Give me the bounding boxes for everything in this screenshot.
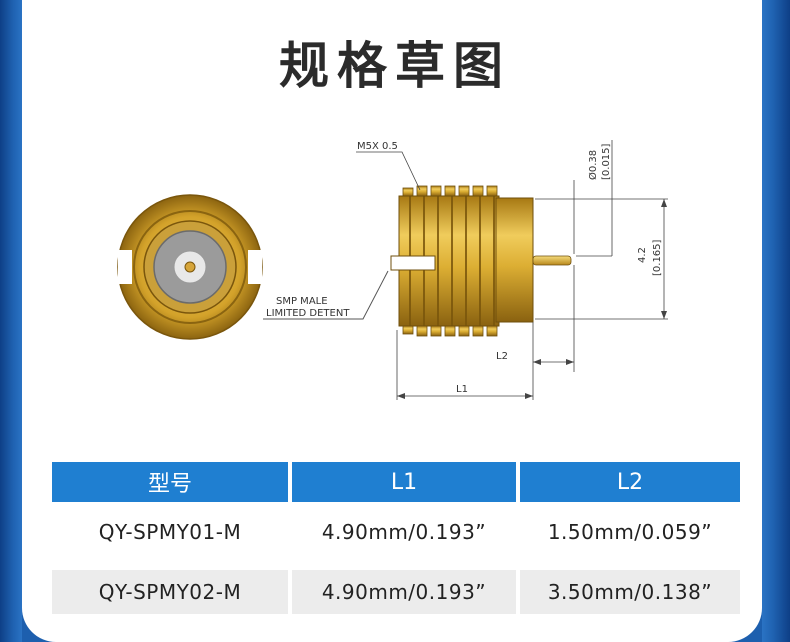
dimension-lines: [356, 140, 668, 400]
spec-table: 型号 L1 L2 QY-SPMY01-M 4.90mm/0.193” 1.50m…: [48, 462, 744, 614]
cell-model: QY-SPMY02-M: [52, 570, 288, 614]
table-gap: [52, 562, 740, 570]
header-model: 型号: [52, 462, 288, 502]
connector-front-view: [117, 194, 263, 340]
right-frame: [762, 0, 790, 642]
dim-l1-label: L1: [456, 384, 468, 395]
interface-label-line2: LIMITED DETENT: [266, 308, 350, 319]
cell-l2: 3.50mm/0.138”: [520, 570, 740, 614]
dimension-arrows: [397, 199, 667, 399]
interface-label-line1: SMP MALE: [276, 296, 328, 307]
header-l1: L1: [292, 462, 516, 502]
cell-l1: 4.90mm/0.193”: [292, 570, 516, 614]
body-height-mm: 4.2: [637, 247, 648, 263]
cell-l1: 4.90mm/0.193”: [321, 520, 487, 544]
table-header-row: 型号 L1 L2: [52, 462, 740, 502]
table-row: QY-SPMY02-M 4.90mm/0.193” 3.50mm/0.138”: [52, 570, 740, 614]
pin-diameter-in: [0.015]: [601, 143, 612, 180]
cell-model: QY-SPMY01-M: [98, 520, 242, 544]
thread-label: M5X 0.5: [357, 141, 398, 152]
table-row: QY-SPMY01-M 4.90mm/0.193” 1.50mm/0.059”: [52, 502, 740, 562]
connector-side-view: [390, 185, 572, 337]
dim-l2-label: L2: [496, 351, 508, 362]
body-height-in: [0.165]: [652, 239, 663, 276]
header-l2: L2: [520, 462, 740, 502]
left-frame: [0, 0, 22, 642]
cell-l2: 1.50mm/0.059”: [547, 520, 713, 544]
pin-diameter-mm: Ø0.38: [587, 150, 599, 180]
page-title: 规格草图: [279, 37, 511, 95]
interface-callout: SMP MALE LIMITED DETENT: [263, 270, 389, 320]
